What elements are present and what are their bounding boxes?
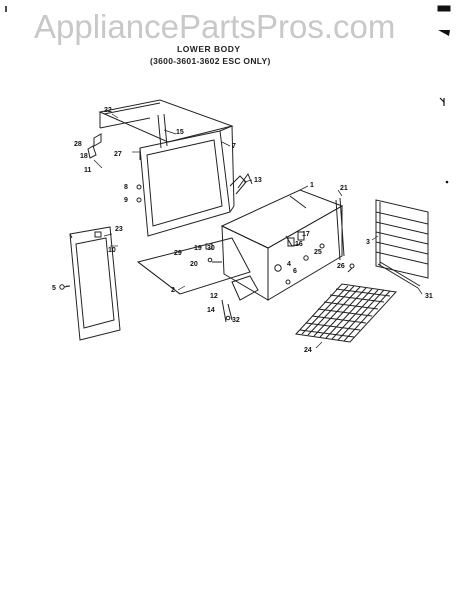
- callout-16: 16: [295, 241, 303, 248]
- callout-21: 21: [340, 185, 348, 192]
- oven-rack: [294, 283, 398, 343]
- diagram-subtitle: (3600-3601-3602 ESC ONLY): [150, 56, 271, 66]
- callout-5: 5: [52, 285, 56, 292]
- door-panel: [69, 226, 121, 341]
- scan-marks: [5, 5, 451, 184]
- oven-liner: [220, 189, 345, 301]
- door-screw: [59, 284, 71, 290]
- callout-26: 26: [337, 263, 345, 270]
- callout-25: 25: [314, 249, 322, 256]
- callout-19: 19: [194, 245, 202, 252]
- rack-rod: [377, 261, 421, 289]
- callout-6: 6: [293, 268, 297, 275]
- callout-22: 22: [104, 107, 112, 114]
- callout-31: 31: [425, 293, 433, 300]
- callout-28: 28: [74, 141, 82, 148]
- side-screws: [136, 184, 142, 203]
- callout-20: 20: [190, 261, 198, 268]
- base-pan: [136, 237, 251, 295]
- callout-18: 18: [80, 153, 88, 160]
- callout-2: 2: [171, 287, 175, 294]
- callout-8: 8: [124, 184, 128, 191]
- callout-10: 10: [108, 247, 116, 254]
- callout-1: 1: [310, 182, 314, 189]
- callout-9: 9: [124, 197, 128, 204]
- callout-7: 7: [232, 143, 236, 150]
- callout-15: 15: [176, 129, 184, 136]
- callout-27: 27: [114, 151, 122, 158]
- element-terminals: [287, 231, 305, 247]
- callout-24: 24: [304, 347, 312, 354]
- leader-lines: [66, 113, 423, 349]
- callout-11: 11: [84, 167, 92, 174]
- diagram-title: LOWER BODY: [177, 44, 241, 54]
- callout-labels: 1 2 3 4 5 6 7 8 9 10 11 12 13 14 15 16 1…: [52, 107, 433, 354]
- callout-3: 3: [366, 239, 370, 246]
- side-bracket: [87, 133, 102, 159]
- rack-fastener: [347, 263, 355, 273]
- callout-32: 32: [232, 317, 240, 324]
- callout-17: 17: [302, 231, 310, 238]
- watermark: AppliancePartsPros.com: [34, 8, 396, 45]
- front-frame: [139, 125, 235, 237]
- rack-supports: [375, 199, 429, 279]
- small-fasteners: [205, 243, 222, 263]
- frame-post: [157, 113, 168, 149]
- callout-13: 13: [254, 177, 262, 184]
- callout-29: 29: [174, 250, 182, 257]
- callout-23: 23: [115, 226, 123, 233]
- callout-14: 14: [207, 307, 215, 314]
- callout-12: 12: [210, 293, 218, 300]
- callout-4: 4: [287, 261, 291, 268]
- support-bracket: [221, 275, 259, 323]
- callout-30: 30: [207, 245, 215, 252]
